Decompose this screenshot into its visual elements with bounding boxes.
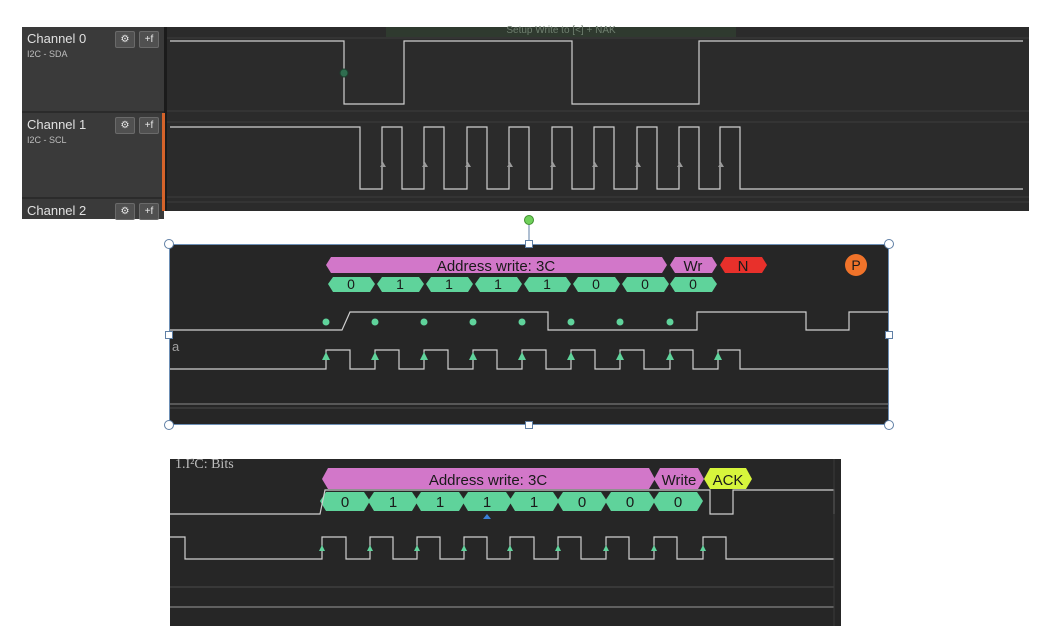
- scl-trace: [170, 126, 1023, 190]
- stop-bubble: [845, 254, 867, 276]
- channel-1-subtitle: I2C - SCL: [27, 135, 67, 145]
- channel-0-header[interactable]: Channel 0 I2C - SDA ⚙ +f: [22, 27, 164, 111]
- trigger-icon[interactable]: +f: [139, 117, 159, 134]
- resize-handle-bottom-right[interactable]: [884, 420, 894, 430]
- channel-0-name: Channel 0: [27, 31, 87, 46]
- bit-4: 1: [530, 494, 538, 511]
- channel-0-subtitle: I2C - SDA: [27, 49, 68, 59]
- bit-5: 0: [578, 494, 586, 511]
- rotate-handle[interactable]: [519, 214, 539, 244]
- gear-icon[interactable]: ⚙: [115, 203, 135, 220]
- stop-label: P: [851, 257, 860, 273]
- trigger-icon[interactable]: +f: [139, 203, 159, 220]
- bit-row: [320, 492, 703, 511]
- waveform-area[interactable]: [22, 27, 1029, 211]
- sda-trace: [170, 40, 1023, 105]
- bit-2: 1: [436, 494, 444, 511]
- address-bubble: [326, 257, 667, 273]
- scl-trace: [170, 536, 834, 560]
- trigger-icon[interactable]: +f: [139, 31, 159, 48]
- ack-bubble: [704, 468, 752, 489]
- decoder-view-1[interactable]: Address write: 3C Wr N P 0 1 1 1 1 0 0 0: [170, 244, 889, 425]
- bit-3: 1: [483, 494, 491, 511]
- label-divider: [164, 27, 167, 211]
- decoder-waveform: Address write: 3C Write ACK 0 1 1 1 1 0 …: [170, 459, 835, 626]
- rw-label: Wr: [684, 258, 703, 275]
- bit-6: 0: [626, 494, 634, 511]
- gear-icon[interactable]: ⚙: [115, 31, 135, 48]
- channel-1-name: Channel 1: [27, 117, 87, 132]
- sda-sample-dots: [322, 318, 674, 326]
- resize-handle-bottom-left[interactable]: [164, 420, 174, 430]
- bit-0: 0: [347, 276, 355, 292]
- bit-4: 1: [543, 276, 551, 292]
- bit-3: 1: [494, 276, 502, 292]
- channel-2-header[interactable]: Channel 2 ⚙ +f: [22, 199, 164, 220]
- channel-1-header[interactable]: Channel 1 I2C - SCL ⚙ +f: [22, 113, 164, 197]
- decoder-waveform: Address write: 3C Wr N P 0 1 1 1 1 0 0 0: [170, 254, 889, 409]
- scl-trace: [170, 349, 889, 370]
- capture-panel: Channel 0 I2C - SDA ⚙ +f Channel 1 I2C -…: [22, 26, 1029, 220]
- address-label: Address write: 3C: [437, 258, 556, 275]
- bit-6: 0: [641, 276, 649, 292]
- channel-2-name: Channel 2: [27, 203, 87, 218]
- scl-sample-markers: [380, 162, 724, 167]
- gear-icon[interactable]: ⚙: [115, 117, 135, 134]
- bit-0: 0: [341, 494, 349, 511]
- address-bubble: [322, 468, 655, 489]
- resize-handle-left[interactable]: [165, 331, 173, 339]
- sda-trace: [170, 311, 889, 331]
- nak-bubble: [720, 257, 767, 273]
- cursor-marker: [483, 514, 491, 519]
- sda-sample-dot: [339, 68, 349, 78]
- sda-trace: [170, 489, 835, 515]
- resize-handle-top-right[interactable]: [884, 239, 894, 249]
- decoder-view-2[interactable]: 1.I²C: Bits Address write: 3C Write ACK …: [170, 457, 841, 626]
- channel-fragment: a: [172, 339, 180, 354]
- address-label: Address write: 3C: [429, 472, 548, 489]
- rw-label: Write: [662, 472, 697, 489]
- nak-label: N: [738, 258, 749, 275]
- resize-handle-right[interactable]: [885, 331, 893, 339]
- decode-bubble: Setup Write to [<] + NAK: [386, 26, 736, 37]
- scl-sample-markers: [319, 545, 706, 551]
- bit-1: 1: [389, 494, 397, 511]
- rw-bubble: [654, 468, 704, 489]
- bit-7: 0: [689, 276, 697, 292]
- bit-row: [328, 277, 717, 292]
- ack-label: ACK: [713, 472, 744, 489]
- decoder-title: 1.I²C: Bits: [175, 457, 234, 472]
- bit-2: 1: [445, 276, 453, 292]
- resize-handle-top[interactable]: [525, 240, 533, 248]
- scl-sample-markers: [322, 352, 722, 360]
- bit-1: 1: [396, 276, 404, 292]
- bit-7: 0: [674, 494, 682, 511]
- resize-handle-bottom[interactable]: [525, 421, 533, 429]
- channel-color-marker: [162, 113, 165, 211]
- resize-handle-top-left[interactable]: [164, 239, 174, 249]
- rw-bubble: [670, 257, 717, 273]
- bit-5: 0: [592, 276, 600, 292]
